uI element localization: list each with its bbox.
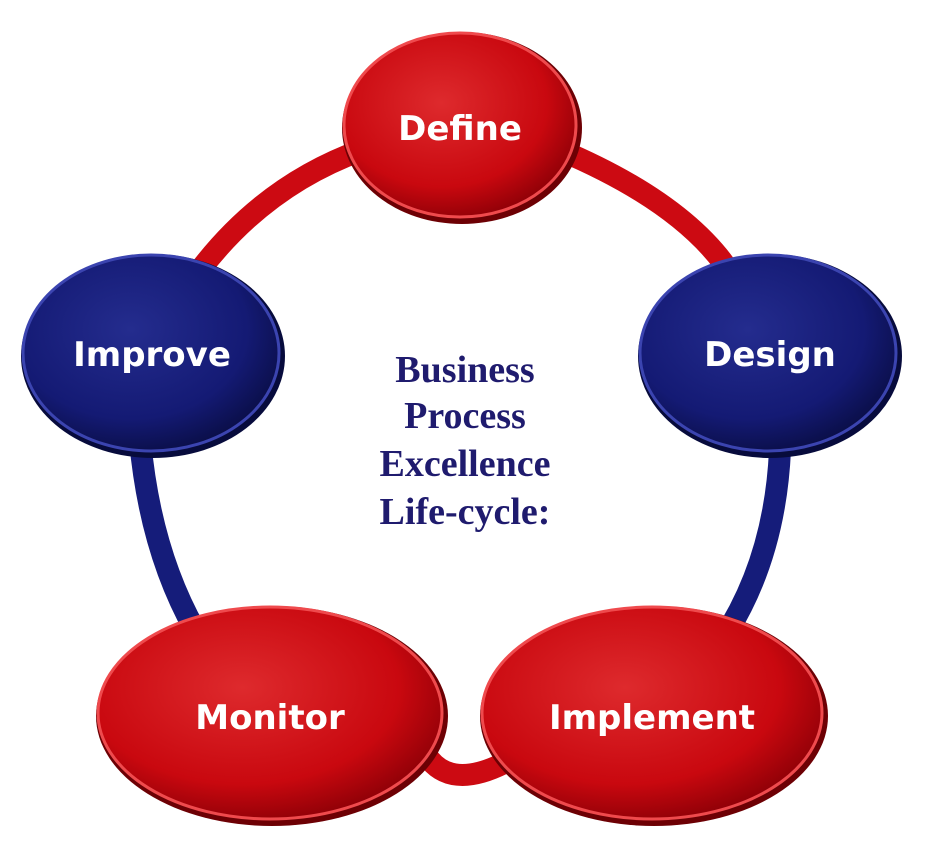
title-line-3: Excellence xyxy=(380,443,551,485)
ring-segment-monitor-improve xyxy=(129,429,206,641)
node-label-implement: Implement xyxy=(549,698,755,738)
node-implement: Implement xyxy=(480,605,828,826)
ring-segment-design-implement xyxy=(711,439,791,651)
node-define: Define xyxy=(342,31,582,224)
node-label-monitor: Monitor xyxy=(195,698,345,738)
node-label-improve: Improve xyxy=(73,335,231,375)
node-label-design: Design xyxy=(704,335,836,375)
title-line-2: Process xyxy=(404,395,526,437)
ring-segment-define-design xyxy=(549,139,746,291)
title-line-1: Business xyxy=(395,349,534,391)
node-monitor: Monitor xyxy=(96,605,448,826)
node-design: Design xyxy=(638,253,902,458)
center-title: Business Process Excellence Life-cycle: xyxy=(380,349,551,533)
node-label-define: Define xyxy=(398,109,522,149)
ring-segment-improve-define xyxy=(189,139,373,281)
title-line-4: Life-cycle: xyxy=(380,491,551,533)
node-improve: Improve xyxy=(21,253,285,458)
